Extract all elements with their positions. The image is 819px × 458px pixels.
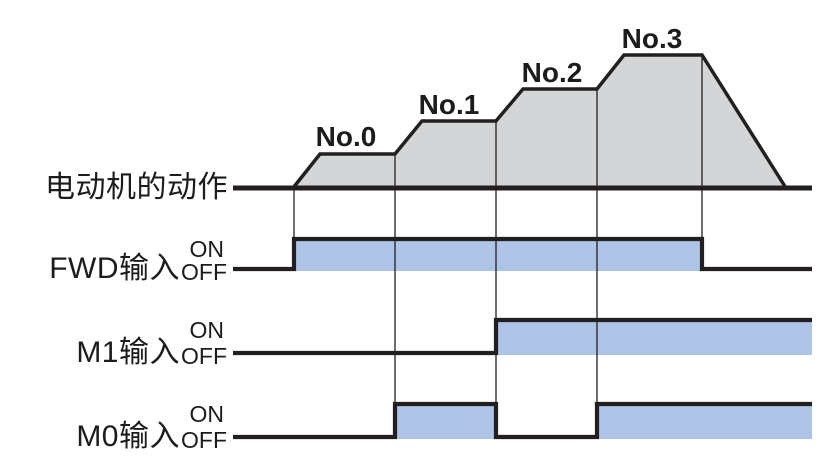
transition-marker-layer [293,55,703,404]
motor-profile-layer [233,53,812,191]
on-label-m1: ON [190,317,225,343]
signal-on-fill-m1 [496,320,812,355]
on-label-fwd: ON [190,236,225,262]
motor-speed-profile-fill [293,55,786,188]
signal-row-m1: M1输入 ON OFF [76,317,227,369]
step-label-no1: No.1 [419,89,480,120]
signal-on-fill-m0 [597,404,812,439]
signal-label-fwd: FWD输入 [49,252,180,285]
signal-trace-m0 [233,401,812,440]
signal-trace-layer [233,236,812,440]
off-label-m1: OFF [181,343,227,369]
signal-label-m0: M0输入 [76,420,180,453]
signal-trace-m1 [233,317,812,356]
step-label-no3: No.3 [622,23,683,54]
signal-on-fill-m0 [395,404,496,439]
signal-on-fill-fwd [294,239,702,271]
off-label-m0: OFF [181,427,227,453]
signal-row-m0: M0输入 ON OFF [76,401,227,453]
step-label-no0: No.0 [316,121,377,152]
signal-label-m1: M1输入 [76,336,180,369]
motor-speed-profile-outline [291,53,788,190]
off-label-fwd: OFF [181,259,227,285]
step-label-no2: No.2 [522,57,583,88]
signal-trace-fwd [233,236,812,272]
signal-fill-layer [294,239,812,439]
signal-row-fwd: FWD输入 ON OFF [49,236,227,285]
motor-label: 电动机的动作 [45,171,228,204]
on-label-m0: ON [190,401,225,427]
